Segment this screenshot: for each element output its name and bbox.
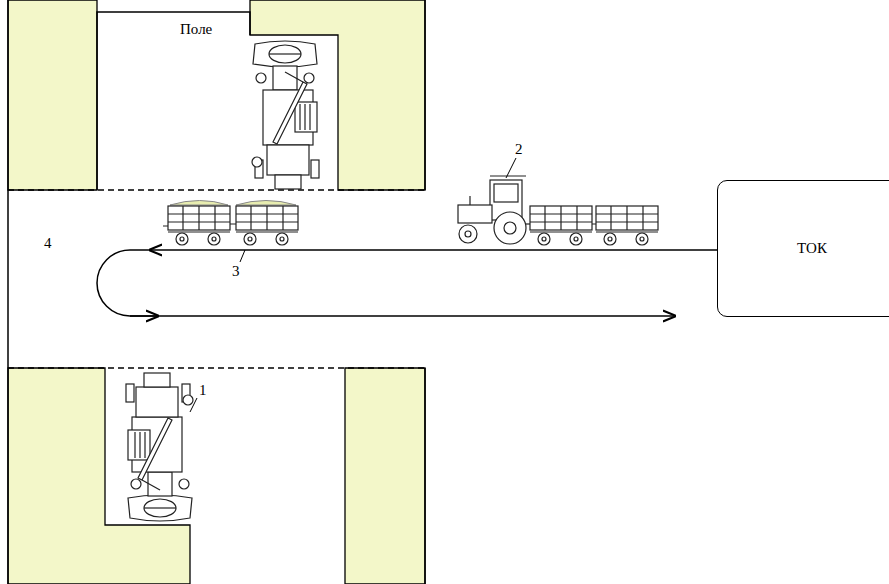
leader-line [190, 158, 516, 412]
loaded-trailers [163, 201, 298, 246]
callout-number: 1 [199, 383, 207, 398]
callout-number: 2 [515, 142, 523, 157]
empty-trailer [596, 206, 658, 245]
route-line [97, 250, 717, 316]
tractor [458, 176, 530, 244]
node-text: ТОК [797, 240, 827, 257]
empty-trailer [530, 206, 592, 245]
field-crop [8, 0, 425, 584]
callout-number: 4 [44, 236, 52, 251]
field-border [8, 0, 425, 584]
callout-number: 3 [232, 264, 240, 279]
storage-box: ТОК [717, 180, 889, 317]
field-label: Поле [180, 22, 212, 37]
combine-bottom [126, 373, 193, 521]
combine-top [252, 41, 319, 189]
